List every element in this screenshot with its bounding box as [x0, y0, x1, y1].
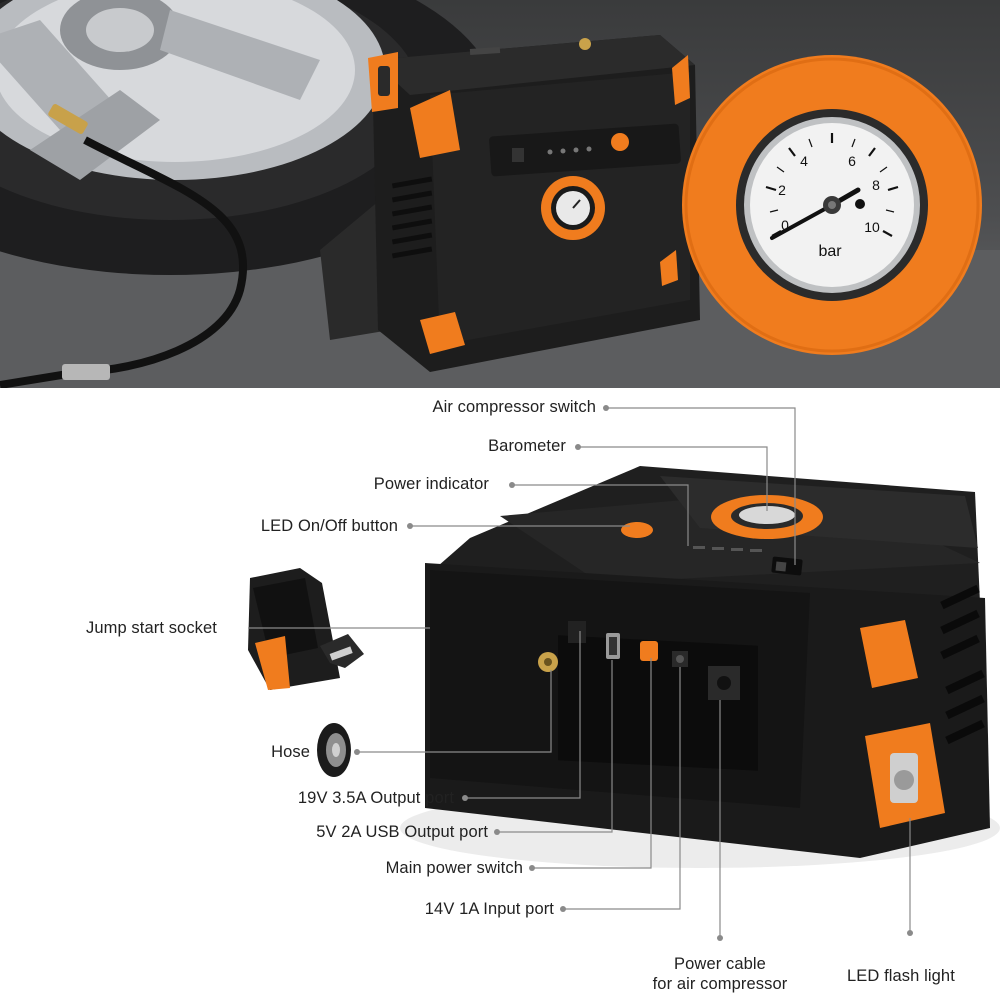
compressor-photo	[320, 35, 700, 372]
label-power-indicator: Power indicator	[373, 475, 489, 493]
label-jump-start-socket: Jump start socket	[86, 619, 217, 637]
gauge-tick-labels: 0 2 4 6 8 10 bar	[778, 153, 880, 260]
label-led-button: LED On/Off button	[260, 517, 398, 535]
leader-dots	[354, 405, 913, 941]
label-14v-input: 14V 1A Input port	[424, 900, 554, 918]
photo-scene: 0 2 4 6 8 10 bar	[0, 0, 1000, 388]
label-barometer: Barometer	[488, 437, 566, 455]
gauge-tick-6: 6	[848, 153, 856, 169]
callout-diagram: Air compressor switch Barometer Power in…	[0, 388, 1000, 1000]
label-main-power-switch: Main power switch	[385, 859, 523, 877]
gauge-unit: bar	[818, 243, 842, 260]
label-19v-output: 19V 3.5A Output port	[297, 789, 454, 807]
power-station-illustration	[400, 466, 1000, 868]
label-hose: Hose	[271, 743, 310, 761]
jump-start-socket-inset	[248, 568, 364, 690]
barometer-closeup	[682, 55, 982, 355]
label-power-cable: Power cable for air compressor	[620, 954, 820, 994]
label-air-compressor-switch: Air compressor switch	[432, 398, 596, 416]
tire-icon	[317, 723, 351, 777]
gauge-tick-0: 0	[781, 217, 789, 233]
product-photo: 0 2 4 6 8 10 bar	[0, 0, 1000, 388]
label-power-cable-line2: for air compressor	[652, 975, 788, 993]
gauge-tick-10: 10	[864, 219, 880, 235]
label-led-flash-light: LED flash light	[847, 967, 955, 985]
label-5v-usb-output: 5V 2A USB Output port	[316, 823, 488, 841]
gauge-tick-2: 2	[778, 182, 786, 198]
leader-lines	[248, 407, 911, 938]
hose-photo	[0, 104, 248, 388]
gauge-tick-4: 4	[800, 153, 808, 169]
gauge-tick-8: 8	[872, 177, 880, 193]
diagram-art	[248, 405, 1000, 941]
label-power-cable-line1: Power cable	[674, 955, 766, 973]
